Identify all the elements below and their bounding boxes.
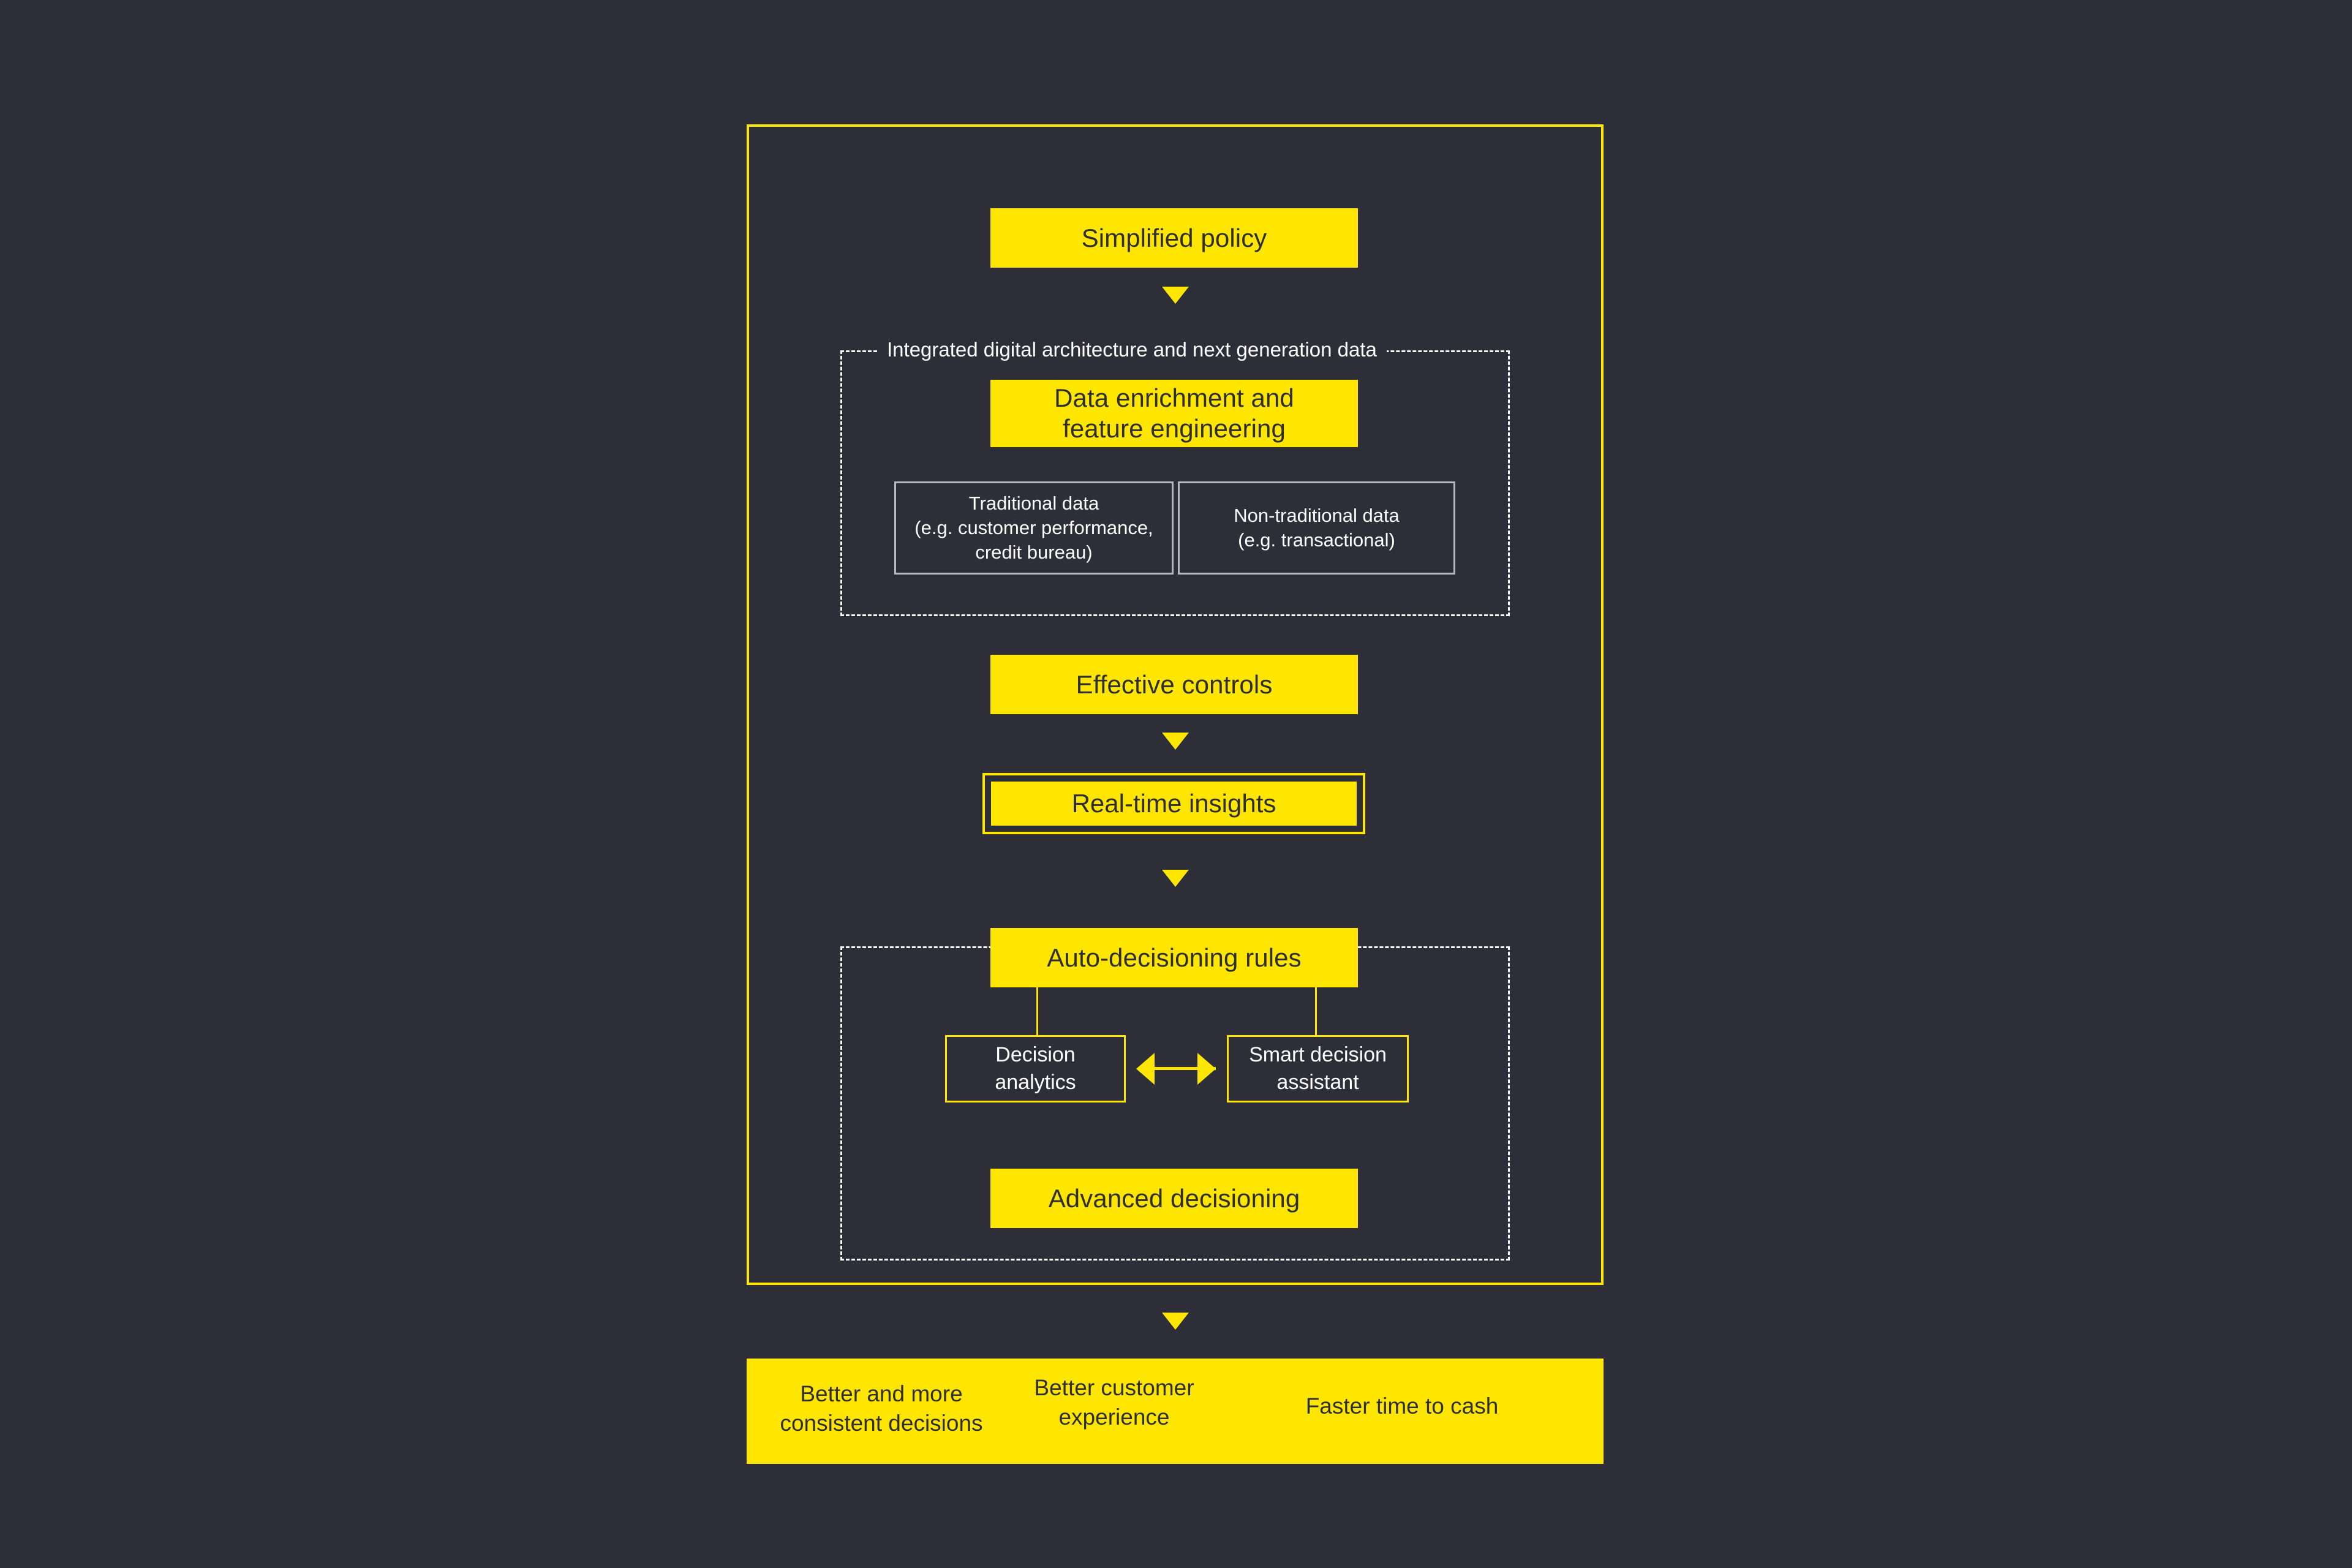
bidirectional-arrow-right-head-icon xyxy=(1197,1053,1216,1085)
auto-decisioning-rules-box[interactable]: Auto-decisioning rules xyxy=(990,928,1358,987)
flow-arrow-down-icon-3 xyxy=(1162,870,1189,887)
data-enrichment-line-2: feature engineering xyxy=(1063,414,1286,443)
non-traditional-data-line-2: (e.g. transactional) xyxy=(1238,529,1395,551)
flow-arrow-down-icon-2 xyxy=(1162,733,1189,750)
decision-analytics-line-1: Decision xyxy=(995,1043,1076,1067)
smart-decision-assistant-box[interactable]: Smart decision assistant xyxy=(1227,1035,1409,1102)
decision-analytics-box[interactable]: Decision analytics xyxy=(945,1035,1126,1102)
traditional-data-line-2: (e.g. customer performance, xyxy=(914,517,1153,539)
traditional-data-box[interactable]: Traditional data (e.g. customer performa… xyxy=(894,481,1174,575)
outcomes-bar: Better and more consistent decisions Bet… xyxy=(747,1359,1604,1464)
outcome-item-2: Faster time to cash xyxy=(1305,1393,1499,1419)
process-frame xyxy=(747,124,1604,1285)
smart-decision-assistant-line-1: Smart decision xyxy=(1249,1043,1387,1067)
bidirectional-arrow-shaft xyxy=(1155,1067,1216,1070)
non-traditional-data-box[interactable]: Non-traditional data (e.g. transactional… xyxy=(1178,481,1455,575)
traditional-data-line-3: credit bureau) xyxy=(975,541,1093,563)
data-enrichment-box[interactable]: Data enrichment and feature engineering xyxy=(990,380,1358,447)
integrated-architecture-label: Integrated digital architecture and next… xyxy=(877,338,1387,361)
simplified-policy-box[interactable]: Simplified policy xyxy=(990,208,1358,268)
effective-controls-box[interactable]: Effective controls xyxy=(990,655,1358,714)
outcome-item-0: Better and more consistent decisions xyxy=(780,1381,983,1436)
real-time-insights-label: Real-time insights xyxy=(991,782,1357,826)
connector-line-left xyxy=(1036,987,1038,1047)
data-enrichment-line-1: Data enrichment and xyxy=(1054,383,1294,413)
advanced-decisioning-box[interactable]: Advanced decisioning xyxy=(990,1169,1358,1228)
smart-decision-assistant-line-2: assistant xyxy=(1276,1071,1359,1094)
flow-arrow-down-icon-1 xyxy=(1162,287,1189,304)
connector-line-right xyxy=(1315,987,1317,1047)
non-traditional-data-line-1: Non-traditional data xyxy=(1234,505,1400,527)
flow-arrow-down-icon-4 xyxy=(1162,1313,1189,1330)
outcome-item-1: Better customer experience xyxy=(1034,1375,1194,1430)
real-time-insights-box[interactable]: Real-time insights xyxy=(982,773,1365,834)
traditional-data-line-1: Traditional data xyxy=(968,492,1099,514)
decision-analytics-line-2: analytics xyxy=(995,1071,1076,1094)
bidirectional-arrow-left-head-icon xyxy=(1136,1053,1155,1085)
